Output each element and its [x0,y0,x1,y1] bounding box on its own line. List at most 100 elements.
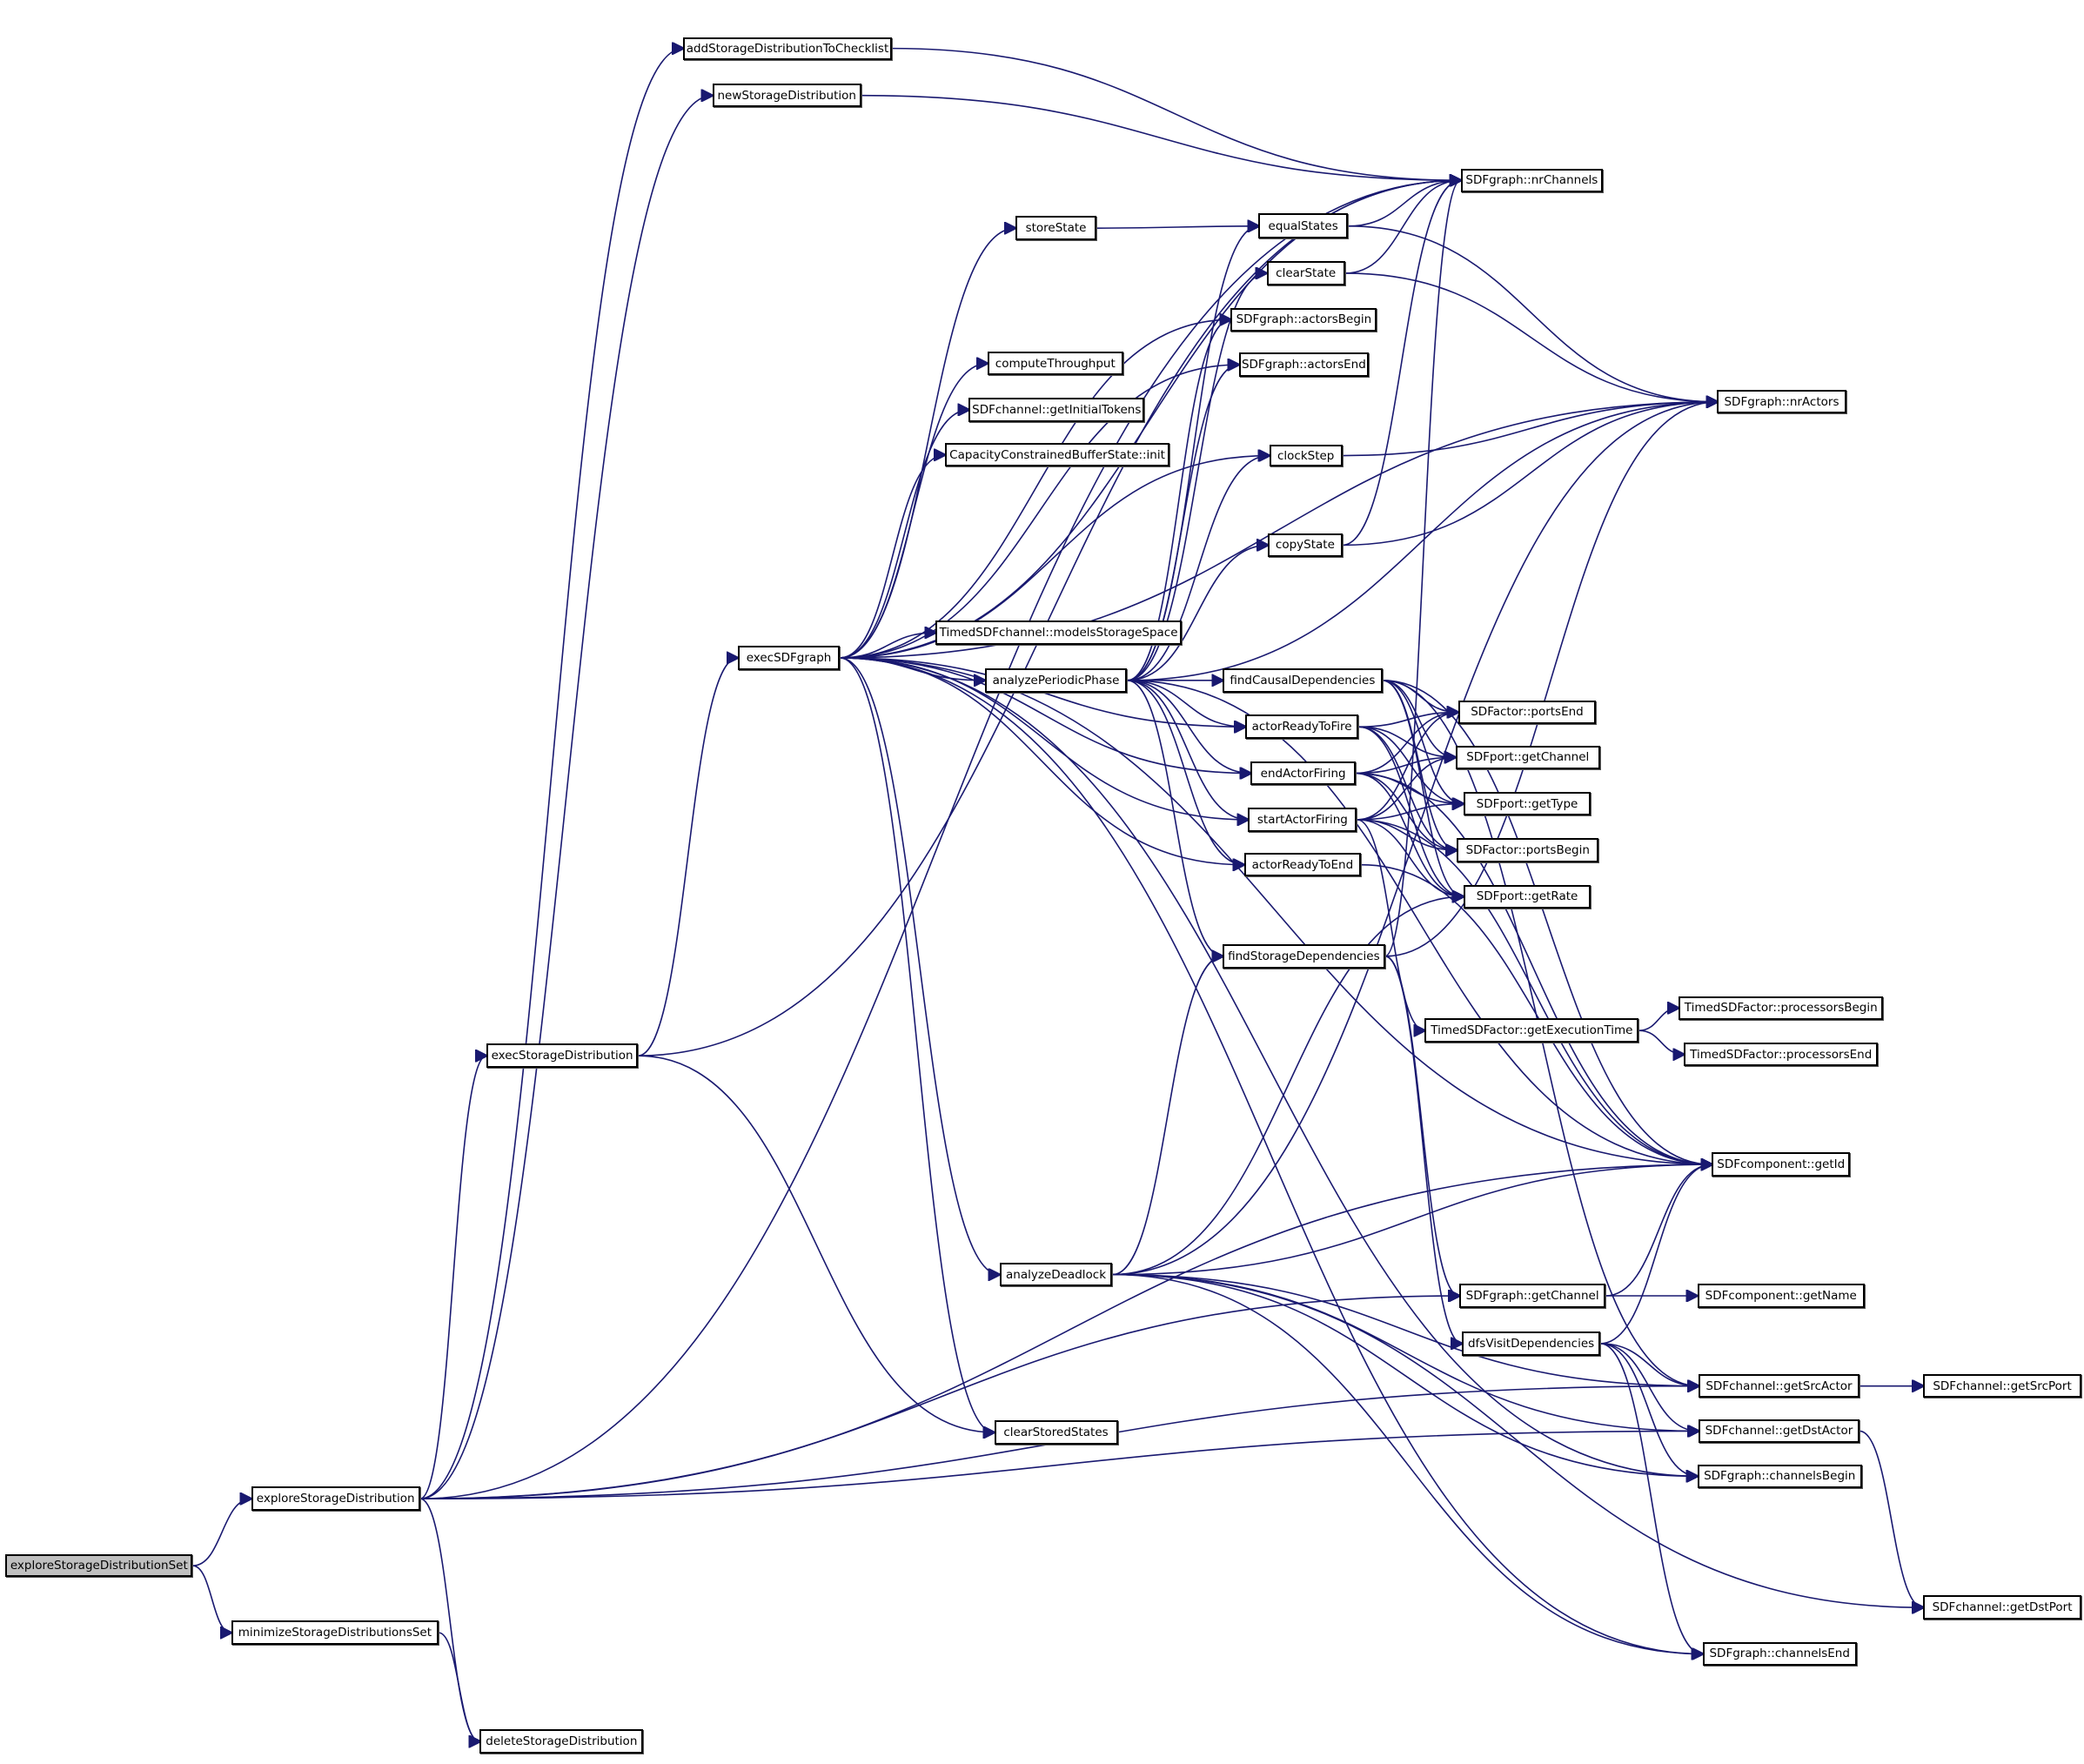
node-add-storage-distribution-to-checklist[interactable]: addStorageDistributionToChecklist [683,37,892,60]
node-processors-end[interactable]: TimedSDFactor::processorsEnd [1684,1042,1879,1067]
edge-end-actor-firing-to-ports-begin [1355,772,1457,850]
node-label: equalStates [1268,218,1338,233]
node-equal-states[interactable]: equalStates [1258,213,1348,239]
node-find-storage-dependencies[interactable]: findStorageDependencies [1223,944,1385,969]
edge-dfs-visit-dependencies-to-channels-begin [1600,1343,1698,1476]
edge-dfs-visit-dependencies-to-get-dst-actor [1600,1343,1699,1432]
node-compute-throughput[interactable]: computeThroughput [987,351,1123,376]
node-label: SDFgraph::nrChannels [1465,173,1598,188]
node-nr-channels[interactable]: SDFgraph::nrChannels [1460,168,1604,192]
node-models-storage-space[interactable]: TimedSDFchannel::modelsStorageSpace [935,620,1182,645]
node-actor-ready-to-end[interactable]: actorReadyToEnd [1243,852,1362,877]
node-label: addStorageDistributionToChecklist [686,41,889,56]
node-get-id[interactable]: SDFcomponent::getId [1712,1152,1851,1177]
node-explore-storage-distribution-set[interactable]: exploreStorageDistributionSet [5,1554,193,1578]
edge-start-actor-firing-to-get-rate [1357,819,1463,896]
node-label: SDFgraph::channelsEnd [1709,1647,1850,1661]
node-actors-end[interactable]: SDFgraph::actorsEnd [1238,352,1370,377]
node-label: clearState [1276,265,1337,280]
node-label: deleteStorageDistribution [486,1734,638,1749]
edge-end-actor-firing-to-get-id [1355,772,1712,1165]
node-get-rate[interactable]: SDFport::getRate [1463,884,1591,909]
node-label: SDFgraph::actorsBegin [1236,312,1372,327]
node-label: SDFgraph::actorsEnd [1241,358,1366,372]
node-minimize-storage-distributions-set[interactable]: minimizeStorageDistributionsSet [231,1620,439,1645]
node-ccbs-init[interactable]: CapacityConstrainedBufferState::init [944,443,1170,467]
node-actors-begin[interactable]: SDFgraph::actorsBegin [1230,307,1377,332]
node-clear-stored-states[interactable]: clearStoredStates [994,1420,1118,1445]
node-channels-end[interactable]: SDFgraph::channelsEnd [1702,1641,1857,1667]
node-port-get-channel[interactable]: SDFport::getChannel [1455,745,1600,769]
node-label: SDFchannel::getSrcActor [1705,1378,1853,1393]
node-label: exploreStorageDistributionSet [10,1559,188,1573]
node-label: SDFchannel::getInitialTokens [972,402,1142,417]
edge-exec-sdfgraph-to-actors-end [840,365,1238,659]
node-label: TimedSDFchannel::modelsStorageSpace [939,625,1178,640]
node-label: SDFgraph::nrActors [1724,394,1839,409]
node-label: SDFgraph::channelsBegin [1704,1469,1856,1484]
edge-start-actor-firing-to-get-id [1357,819,1712,1164]
edge-exec-sdfgraph-to-clear-stored-states [840,657,994,1432]
edge-explore-storage-distribution-set-to-minimize-storage-distributions-set [192,1565,231,1633]
node-analyze-periodic-phase[interactable]: analyzePeriodicPhase [984,668,1128,693]
node-get-execution-time[interactable]: TimedSDFactor::getExecutionTime [1424,1018,1639,1043]
edge-actor-ready-to-fire-to-get-type [1358,726,1464,803]
edge-explore-storage-distribution-to-exec-storage-distribution [419,1056,486,1499]
edge-explore-storage-distribution-to-get-id [419,1164,1712,1499]
edge-find-causal-dependencies-to-get-id [1382,680,1712,1164]
node-copy-state[interactable]: copyState [1268,533,1343,558]
node-channels-begin[interactable]: SDFgraph::channelsBegin [1697,1464,1862,1488]
edge-analyze-deadlock-to-get-dst-actor [1112,1273,1699,1432]
node-get-name[interactable]: SDFcomponent::getName [1697,1284,1865,1308]
node-get-type[interactable]: SDFport::getType [1463,791,1591,816]
node-get-src-port[interactable]: SDFchannel::getSrcPort [1923,1373,2081,1398]
node-get-src-actor[interactable]: SDFchannel::getSrcActor [1699,1373,1860,1398]
node-start-actor-firing[interactable]: startActorFiring [1248,808,1357,832]
edge-analyze-deadlock-to-find-storage-dependencies [1112,956,1223,1276]
node-label: actorReadyToFire [1251,720,1352,734]
node-exec-storage-distribution[interactable]: execStorageDistribution [486,1043,639,1068]
edge-start-actor-firing-to-port-get-channel [1357,757,1455,821]
edge-clear-state-to-nr-channels [1344,180,1461,274]
node-exec-sdfgraph[interactable]: execSDFgraph [737,646,841,670]
node-find-causal-dependencies[interactable]: findCausalDependencies [1223,668,1383,693]
node-label: SDFport::getType [1476,796,1578,811]
node-get-dst-port[interactable]: SDFchannel::getDstPort [1923,1595,2081,1620]
edge-dfs-visit-dependencies-to-get-src-actor [1600,1343,1699,1386]
node-store-state[interactable]: storeState [1015,216,1097,240]
node-explore-storage-distribution[interactable]: exploreStorageDistribution [251,1486,420,1511]
node-analyze-deadlock[interactable]: analyzeDeadlock [999,1262,1113,1287]
edge-analyze-deadlock-to-get-rate [1112,896,1463,1276]
edge-analyze-periodic-phase-to-clear-state [1127,273,1266,681]
node-nr-actors[interactable]: SDFgraph::nrActors [1717,390,1846,414]
node-label: SDFcomponent::getId [1717,1157,1846,1172]
node-label: findCausalDependencies [1230,673,1376,687]
edge-analyze-periodic-phase-to-actors-begin [1127,319,1230,681]
node-actor-ready-to-fire[interactable]: actorReadyToFire [1245,714,1359,739]
node-label: SDFchannel::getDstActor [1705,1424,1853,1439]
node-graph-get-channel[interactable]: SDFgraph::getChannel [1459,1284,1606,1308]
node-new-storage-distribution[interactable]: newStorageDistribution [712,84,861,108]
node-label: SDFchannel::getSrcPort [1933,1378,2072,1393]
edge-analyze-periodic-phase-to-get-id [1127,680,1712,1164]
node-clear-state[interactable]: clearState [1266,261,1345,285]
node-get-initial-tokens[interactable]: SDFchannel::getInitialTokens [968,398,1145,422]
node-label: minimizeStorageDistributionsSet [238,1626,432,1640]
node-end-actor-firing[interactable]: endActorFiring [1250,761,1356,786]
edge-analyze-deadlock-to-get-dst-port [1112,1273,1923,1608]
edge-exec-sdfgraph-to-compute-throughput [840,364,988,659]
node-label: SDFchannel::getDstPort [1932,1600,2073,1615]
node-ports-end[interactable]: SDFactor::portsEnd [1457,700,1597,725]
edge-find-causal-dependencies-to-get-rate [1382,680,1464,896]
node-delete-storage-distribution[interactable]: deleteStorageDistribution [479,1729,644,1754]
node-processors-begin[interactable]: TimedSDFactor::processorsBegin [1679,996,1884,1020]
node-ports-begin[interactable]: SDFactor::portsBegin [1457,838,1599,862]
node-clock-step[interactable]: clockStep [1269,444,1343,467]
edge-find-storage-dependencies-to-nr-channels [1384,180,1461,957]
edge-equal-states-to-nr-channels [1347,180,1461,227]
node-label: actorReadyToEnd [1251,857,1354,872]
edge-get-dst-actor-to-get-dst-port [1859,1430,1923,1607]
edge-analyze-periodic-phase-to-actor-ready-to-end [1127,680,1243,865]
node-get-dst-actor[interactable]: SDFchannel::getDstActor [1699,1419,1860,1444]
node-dfs-visit-dependencies[interactable]: dfsVisitDependencies [1462,1331,1600,1356]
